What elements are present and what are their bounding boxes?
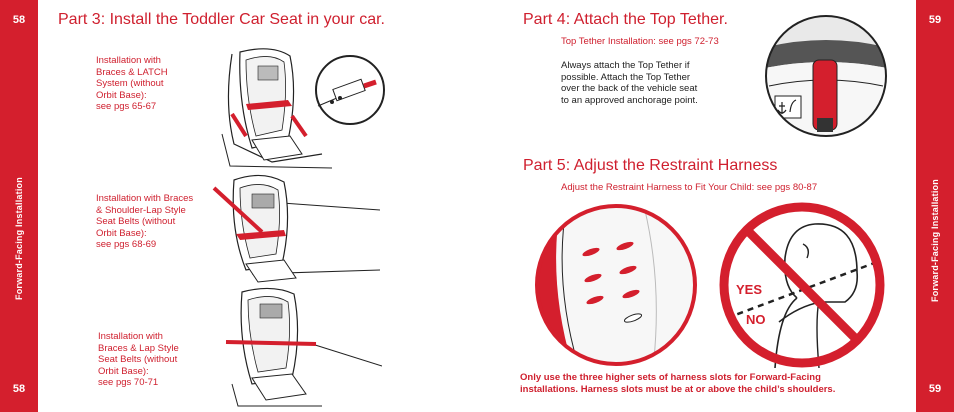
page-number-bottom-right: 59: [928, 383, 942, 395]
left-side-band: 58 Forward-Facing Installation 58: [0, 0, 38, 412]
top-tether-illustration: [765, 15, 887, 137]
page-number-top-right: 59: [928, 14, 942, 26]
caption-latch: Installation with Braces & LATCH System …: [96, 55, 168, 112]
part3-heading: Part 3: Install the Toddler Car Seat in …: [58, 11, 385, 28]
left-side-label: Forward-Facing Installation: [14, 177, 24, 300]
car-seat-lap-belt-illustration: [225, 287, 382, 407]
part4-body: Always attach the Top Tether if possible…: [561, 60, 698, 106]
right-side-label: Forward-Facing Installation: [930, 179, 940, 302]
page-number-bottom-left: 58: [12, 383, 26, 395]
part5-note: Only use the three higher sets of harnes…: [520, 372, 836, 395]
no-label: NO: [746, 312, 766, 327]
harness-slots-illustration: [535, 204, 697, 366]
part5-heading: Part 5: Adjust the Restraint Harness: [523, 157, 778, 174]
tether-anchor-icon: [777, 99, 797, 114]
child-shoulder-no-symbol: [719, 202, 885, 368]
part4-heading: Part 4: Attach the Top Tether.: [523, 11, 728, 28]
caption-lap: Installation with Braces & Lap Style Sea…: [98, 331, 179, 388]
latch-connector-detail: [317, 78, 377, 107]
part5-subheading: Adjust the Restraint Harness to Fit Your…: [561, 182, 818, 193]
right-side-band: 59 Forward-Facing Installation 59: [916, 0, 954, 412]
car-seat-latch-illustration: [221, 48, 385, 169]
car-seat-shoulder-lap-belt-illustration: [212, 174, 380, 283]
yes-label: YES: [736, 282, 763, 297]
part4-subheading: Top Tether Installation: see pgs 72-73: [561, 36, 719, 47]
page-number-top-left: 58: [12, 14, 26, 26]
caption-shoulder-lap: Installation with Braces & Shoulder-Lap …: [96, 193, 194, 250]
